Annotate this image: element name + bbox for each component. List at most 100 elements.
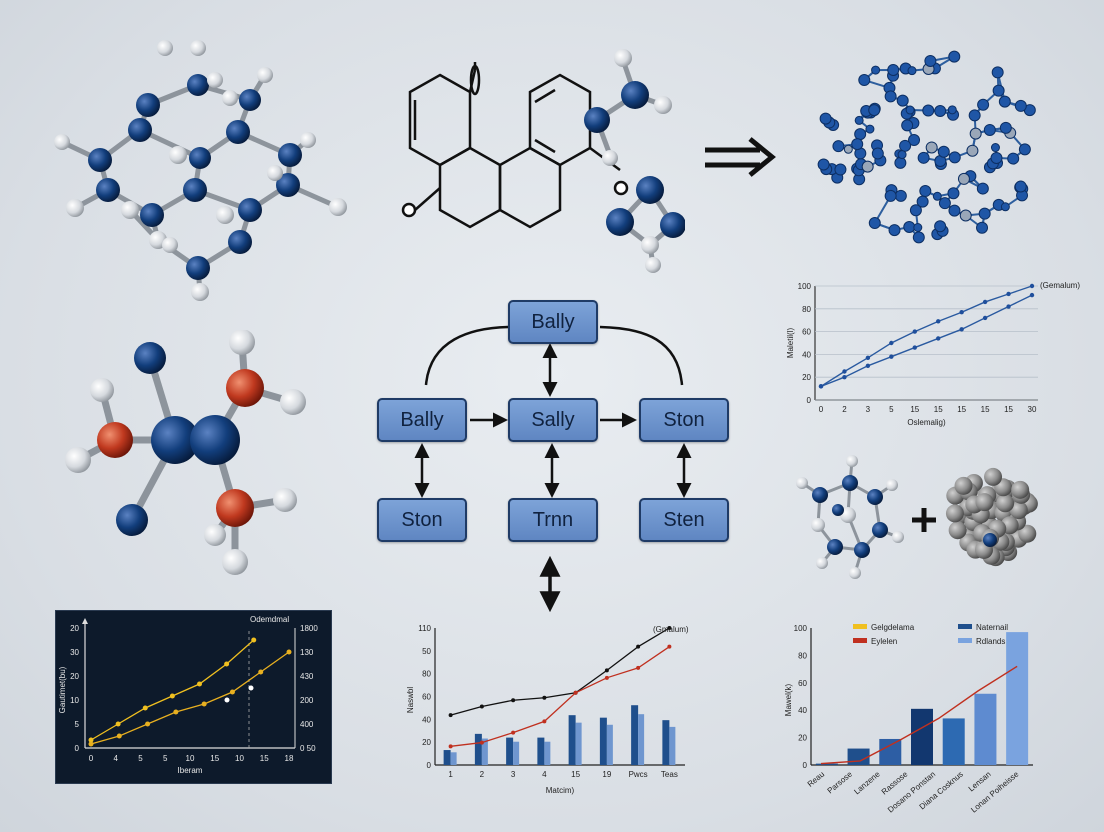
y-tick-label: 50 — [422, 647, 431, 656]
bar — [474, 733, 482, 765]
data-point — [842, 375, 847, 380]
data-point — [865, 355, 871, 361]
y-tick-label: 20 — [70, 624, 79, 633]
data-point — [173, 709, 179, 715]
legend-label: Odemdmal — [250, 615, 289, 624]
flow-node-right[interactable]: Ston — [639, 398, 729, 442]
network-atom — [925, 141, 938, 154]
x-tick-label: 15 — [934, 405, 943, 414]
data-point — [448, 744, 453, 749]
network-atom — [843, 144, 853, 154]
bar — [879, 738, 902, 765]
x-tick-label: 15 — [260, 754, 269, 763]
x-tick-label: 5 — [138, 754, 143, 763]
network-atom — [1014, 99, 1027, 112]
network-atom — [947, 105, 957, 115]
data-point — [889, 340, 894, 346]
network-atom — [1014, 180, 1027, 193]
flow-node-left[interactable]: Bally — [377, 398, 467, 442]
network-atom — [884, 189, 897, 202]
y-tick-label: 80 — [802, 305, 811, 314]
data-point — [248, 685, 254, 691]
data-point — [224, 697, 230, 703]
network-atom — [865, 124, 875, 134]
network-atom — [894, 189, 907, 202]
y2-tick-label: 400 — [300, 720, 314, 729]
x-tick-label: 15 — [957, 405, 966, 414]
data-point — [1006, 291, 1011, 297]
network-atom — [990, 143, 1000, 153]
network-atom — [1000, 202, 1010, 212]
x-tick-label: 1 — [448, 770, 453, 779]
cluster-atom — [948, 521, 967, 540]
network-atom — [901, 119, 914, 132]
flow-node-bottom-center[interactable]: Trnn — [508, 498, 598, 542]
data-point — [286, 649, 292, 655]
flow-node-bottom-left[interactable]: Ston — [377, 498, 467, 542]
legend-label: (Gemalum) — [1040, 281, 1080, 290]
y2-tick-label: 1800 — [300, 624, 318, 633]
y2-tick-label: 0 50 — [300, 744, 316, 753]
bar — [638, 714, 645, 765]
legend-label: Gelgdelama — [871, 623, 915, 632]
y-axis-label: Gautimet(bu) — [58, 666, 67, 713]
x-tick-label: 10 — [235, 754, 244, 763]
flow-node-top[interactable]: Bally — [508, 300, 598, 344]
network-atom — [957, 172, 970, 185]
x-tick-label: Lanzene — [852, 769, 882, 796]
x-tick-label: 15 — [210, 754, 219, 763]
network-atom — [916, 195, 929, 208]
flow-node-bottom-right[interactable]: Sten — [639, 498, 729, 542]
x-tick-label: 30 — [1028, 405, 1037, 414]
data-point — [258, 669, 264, 675]
data-point — [251, 637, 257, 643]
x-tick-label: Dosano Ponstan — [886, 770, 937, 815]
data-point — [479, 704, 484, 709]
y-tick-label: 60 — [422, 693, 431, 702]
network-atom — [922, 104, 935, 117]
cluster-atom — [975, 493, 994, 512]
cluster-atom — [945, 504, 964, 523]
network-atom — [832, 140, 845, 153]
data-point — [982, 299, 988, 305]
data-point — [169, 693, 175, 699]
y-tick-label: 110 — [418, 624, 431, 633]
network-atom — [934, 105, 947, 118]
network-atom — [871, 65, 881, 75]
y-tick-label: 40 — [798, 706, 807, 715]
network-atom — [868, 217, 881, 230]
data-point — [982, 315, 988, 321]
series-line — [450, 627, 670, 716]
bar — [1006, 632, 1029, 765]
legend-swatch — [958, 624, 972, 629]
x-tick-label: 4 — [542, 770, 547, 779]
legend-swatch — [958, 638, 972, 643]
y-tick-label: 30 — [70, 648, 79, 657]
y-tick-label: 0 — [807, 396, 812, 405]
y-axis-arrow-icon — [82, 618, 88, 624]
legend-label: Eylelen — [871, 637, 897, 646]
data-point — [479, 740, 484, 745]
y-tick-label: 80 — [422, 670, 431, 679]
data-point — [636, 665, 641, 670]
x-axis-label: Oslemalig) — [907, 418, 946, 427]
series-line — [820, 294, 1033, 387]
data-point — [1029, 292, 1035, 298]
data-point — [115, 721, 121, 727]
legend-label: (Gmalum) — [653, 625, 689, 634]
bar — [606, 724, 613, 765]
series-line — [820, 665, 1018, 765]
network-atom — [968, 109, 981, 122]
flow-node-center[interactable]: Sally — [508, 398, 598, 442]
x-tick-label: 19 — [602, 770, 611, 779]
x-tick-label: 15 — [910, 405, 919, 414]
x-tick-label: 15 — [981, 405, 990, 414]
data-point — [889, 354, 894, 359]
data-point — [511, 698, 516, 703]
legend-swatch — [853, 624, 867, 629]
network-atom — [897, 150, 907, 160]
bar — [575, 722, 582, 765]
